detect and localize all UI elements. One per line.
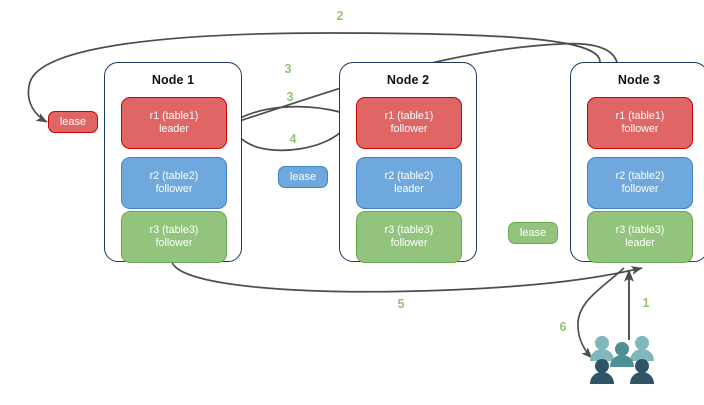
- node-box-3[interactable]: Node 3 r1 (table1) follower r2 (table2) …: [570, 62, 704, 263]
- lease-badge-green[interactable]: lease: [508, 222, 558, 244]
- replica-r2[interactable]: r2 (table2) follower: [587, 157, 693, 209]
- edge-label-5: 5: [397, 297, 405, 311]
- replica-r3[interactable]: r3 (table3) leader: [587, 211, 693, 263]
- edge-label-6: 6: [559, 320, 567, 334]
- replica-role: follower: [390, 123, 428, 135]
- replica-name: r1 (table1): [615, 109, 665, 122]
- replica-role: leader: [394, 183, 424, 195]
- replica-role: follower: [155, 237, 193, 249]
- replica-name: r2 (table2): [615, 169, 665, 182]
- edge-label-1: 1: [642, 296, 650, 310]
- edge-5-path: [171, 261, 643, 293]
- replica-r3[interactable]: r3 (table3) follower: [356, 211, 462, 263]
- replica-name: r1 (table1): [149, 109, 199, 122]
- node-title: Node 1: [151, 73, 195, 87]
- replica-role: follower: [621, 183, 659, 195]
- replica-r2[interactable]: r2 (table2) leader: [356, 157, 462, 209]
- node-box-1[interactable]: Node 1 r1 (table1) leader r2 (table2) fo…: [104, 62, 242, 263]
- edge-3-lower-path: [229, 105, 358, 125]
- replica-r1[interactable]: r1 (table1) follower: [587, 97, 693, 149]
- replica-role: follower: [390, 237, 428, 249]
- replica-role: follower: [621, 123, 659, 135]
- replica-r1[interactable]: r1 (table1) follower: [356, 97, 462, 149]
- replica-name: r2 (table2): [384, 169, 434, 182]
- replica-name: r2 (table2): [149, 169, 199, 182]
- edge-label-2: 2: [336, 9, 344, 23]
- replica-name: r1 (table1): [384, 109, 434, 122]
- lease-badge-blue[interactable]: lease: [278, 166, 328, 188]
- node-title: Node 2: [386, 73, 430, 87]
- users-icon: [590, 336, 654, 384]
- lease-badge-red[interactable]: lease: [48, 111, 98, 133]
- node-title: Node 3: [617, 73, 661, 87]
- replica-name: r3 (table3): [149, 223, 199, 236]
- replica-r3[interactable]: r3 (table3) follower: [121, 211, 227, 263]
- replica-name: r3 (table3): [615, 223, 665, 236]
- replica-r1[interactable]: r1 (table1) leader: [121, 97, 227, 149]
- edge-label-3-upper: 3: [284, 62, 292, 76]
- node-box-2[interactable]: Node 2 r1 (table1) follower r2 (table2) …: [339, 62, 477, 263]
- replica-name: r3 (table3): [384, 223, 434, 236]
- replica-role: follower: [155, 183, 193, 195]
- replica-role: leader: [625, 237, 655, 249]
- replica-role: leader: [159, 123, 189, 135]
- edge-label-3-lower: 3: [286, 90, 294, 104]
- replica-r2[interactable]: r2 (table2) follower: [121, 157, 227, 209]
- edge-label-4: 4: [289, 132, 297, 146]
